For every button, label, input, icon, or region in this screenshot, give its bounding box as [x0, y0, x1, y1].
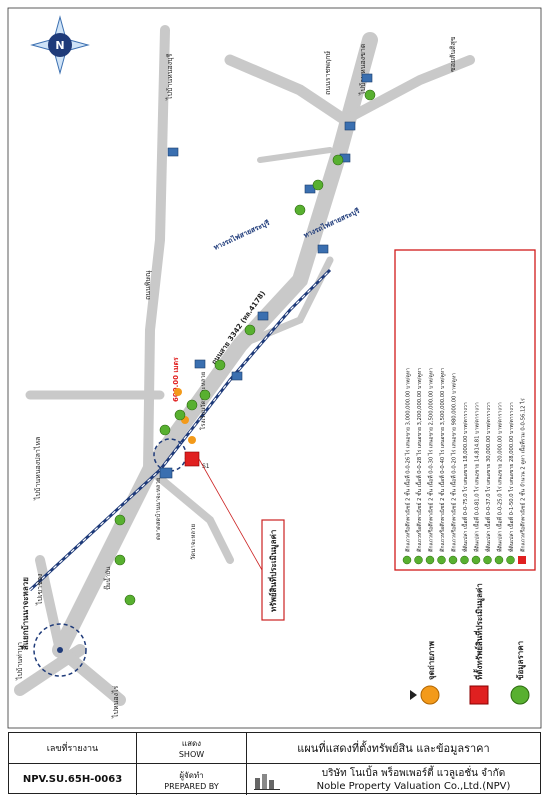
subject-callout: ทรัพย์สินที่ประเมินมูลค่า: [267, 530, 279, 612]
legend-marker: [471, 555, 481, 565]
prepared-en: PREPARED BY: [164, 781, 219, 791]
company-name-th: บริษัท โนเบิ้ล พร็อพเพอร์ตี้ แวลูเอชั่น …: [321, 767, 506, 779]
legend-key: ข้อมูลราคา ที่ตั้งทรัพย์สินที่ประเมินมูล…: [410, 583, 530, 705]
legend-panel: ตึกแถวหรือตึกพาณิชย์ 2 ชั้น เนื้อที่ 0-0…: [394, 249, 536, 571]
legend-row: ตึกแถวหรือตึกพาณิชย์ 2 ชั้น เนื้อที่ 0-0…: [437, 368, 446, 565]
legend-marker: [483, 555, 492, 565]
subject-property-marker: [184, 451, 200, 467]
legend-row: ที่ดินเปล่า เนื้อที่ 0-1-50.0 ไร่ เสนอขา…: [506, 402, 515, 565]
legend-text: ที่ดินเปล่า เนื้อที่ 0-0-75.0 ไร่ เสนอขา…: [461, 402, 469, 552]
junction-label: สี่แยกบ้านนาจะหลวย: [19, 577, 30, 650]
legend-text: ตึกแถวหรือตึกพาณิชย์ 2 ชั้น เนื้อที่ 0-0…: [450, 373, 458, 552]
north-label: N: [55, 39, 64, 52]
legend-marker: [460, 555, 469, 565]
railway-line: [28, 268, 332, 592]
legend-marker: [437, 555, 446, 565]
road-label-bottom-left2: ไปบ้านท่าบา: [15, 642, 24, 681]
legend-text: ที่ดินเปล่า เนื้อที่ 0-1-50.0 ไร่ เสนอขา…: [507, 402, 515, 552]
legend-row: ตึกแถวหรือตึกพาณิชย์ 2 ชั้น จำนวน 2 คูหา…: [518, 398, 527, 564]
market-label: ตลาดสดบ้านนาจะหลวย: [155, 478, 162, 540]
prepared-cell: ผู้จัดทำ PREPARED BY: [137, 764, 247, 795]
company-name-en: Noble Property Valuation Co.,Ltd.(NPV): [316, 780, 511, 792]
gas-label: ปั๊มน้ำมัน: [102, 567, 112, 590]
key-green: ข้อมูลราคา: [515, 641, 526, 680]
legend-marker: [506, 555, 515, 565]
legend-marker: [494, 555, 504, 565]
junction-circle: [33, 623, 87, 677]
title-block: เลขที่รายงาน NPV.SU.65H-0063 แสดง SHOW ผ…: [8, 732, 541, 795]
legend-text: ตึกแถวหรือตึกพาณิชย์ 2 ชั้น จำนวน 2 คูหา…: [519, 398, 527, 552]
legend-text: ที่ดินเปล่า เนื้อที่ 0-0-81.0 ไร่ เสนอขา…: [473, 402, 481, 552]
compass-icon: N: [30, 15, 90, 75]
subject-id: S1: [202, 463, 210, 470]
legend-row: ที่ดินเปล่า เนื้อที่ 0-0-81.0 ไร่ เสนอขา…: [471, 402, 481, 565]
key-red: ที่ตั้งทรัพย์สินที่ประเมินมูลค่า: [473, 583, 485, 680]
temple-label: วัดนาจะหลวย: [190, 524, 197, 560]
report-number: NPV.SU.65H-0063: [9, 764, 137, 795]
legend-row: ตึกแถวหรือตึกพาณิชย์ 2 ชั้น เนื้อที่ 0-0…: [425, 368, 435, 565]
legend-marker: [414, 555, 423, 565]
road-network: [14, 25, 475, 706]
road-label-a: ถนนพิษณุ: [144, 270, 152, 300]
key-orange: จุดถ่ายภาพ: [427, 641, 437, 680]
road-label-bottom2: ไปเขาช่อง: [35, 574, 44, 606]
legend-row: ที่ดินเปล่า เนื้อที่ 0-0-37.0 ไร่ เสนอขา…: [483, 402, 492, 565]
report-label: เลขที่รายงาน: [9, 733, 137, 764]
legend-row: ที่ดินเปล่า เนื้อที่ 0-0-75.0 ไร่ เสนอขา…: [460, 402, 469, 565]
legend-row: ตึกแถวหรือตึกพาณิชย์ 2 ชั้น เนื้อที่ 0-0…: [414, 368, 423, 565]
show-en: SHOW: [178, 750, 205, 759]
legend-marker: [448, 555, 458, 565]
prepared-th: ผู้จัดทำ: [179, 770, 204, 780]
road-label-top-right-b: ไปบ้านหนองขาด: [358, 44, 367, 96]
legend-text: ตึกแถวหรือตึกพาณิชย์ 2 ชั้น เนื้อที่ 0-0…: [427, 368, 435, 552]
legend-text: ตึกแถวหรือตึกพาณิชย์ 2 ชั้น เนื้อที่ 0-0…: [415, 368, 423, 552]
legend-text: ตึกแถวหรือตึกพาณิชย์ 2 ชั้น เนื้อที่ 0-0…: [438, 368, 446, 552]
road-label-top-left: ไปบ้านหนองบุรี: [165, 53, 174, 101]
legend-marker: [518, 556, 526, 564]
legend-text: ตึกแถวหรือตึกพาณิชย์ 2 ชั้น เนื้อที่ 0-0…: [404, 368, 412, 552]
company-cell: บริษัท โนเบิ้ล พร็อพเพอร์ตี้ แวลูเอชั่น …: [247, 764, 540, 795]
legend-marker: [402, 555, 412, 565]
legend-text: ที่ดินเปล่า เนื้อที่ 0-0-25.0 ไร่ เสนอขา…: [496, 402, 504, 552]
legend-marker: [425, 555, 435, 565]
school-label: โรงเรียนวัดนาจะหลวย: [199, 372, 207, 430]
road-label-top-right-a: ซอยสันติสุข: [449, 36, 457, 72]
legend-row: ตึกแถวหรือตึกพาณิชย์ 2 ชั้น เนื้อที่ 0-0…: [402, 368, 412, 565]
road-label-bottom-left: ไปบ้านหนองปลาไหล: [33, 437, 42, 501]
distance-label: 600.00 เมตร: [172, 357, 180, 402]
map-canvas: N ไปบ้านหนองบุรี ซอยสันติสุข ไปบ้านหนองข…: [7, 7, 542, 729]
legend-row: ตึกแถวหรือตึกพาณิชย์ 2 ชั้น เนื้อที่ 0-0…: [448, 373, 458, 565]
legend-text: ที่ดินเปล่า เนื้อที่ 0-0-37.0 ไร่ เสนอขา…: [484, 402, 492, 552]
price-markers: [114, 89, 376, 606]
show-th: แสดง: [181, 739, 202, 748]
company-logo-icon: [247, 764, 287, 795]
road-label-top-right-c: ถนนราชพฤกษ์: [324, 51, 332, 95]
show-cell: แสดง SHOW: [137, 733, 247, 764]
legend-row: ที่ดินเปล่า เนื้อที่ 0-0-25.0 ไร่ เสนอขา…: [494, 402, 504, 565]
map-title: แผนที่แสดงที่ตั้งทรัพย์สิน และข้อมูลราคา: [247, 733, 540, 764]
road-label-bottom: ไปหนองไร่: [111, 685, 120, 719]
